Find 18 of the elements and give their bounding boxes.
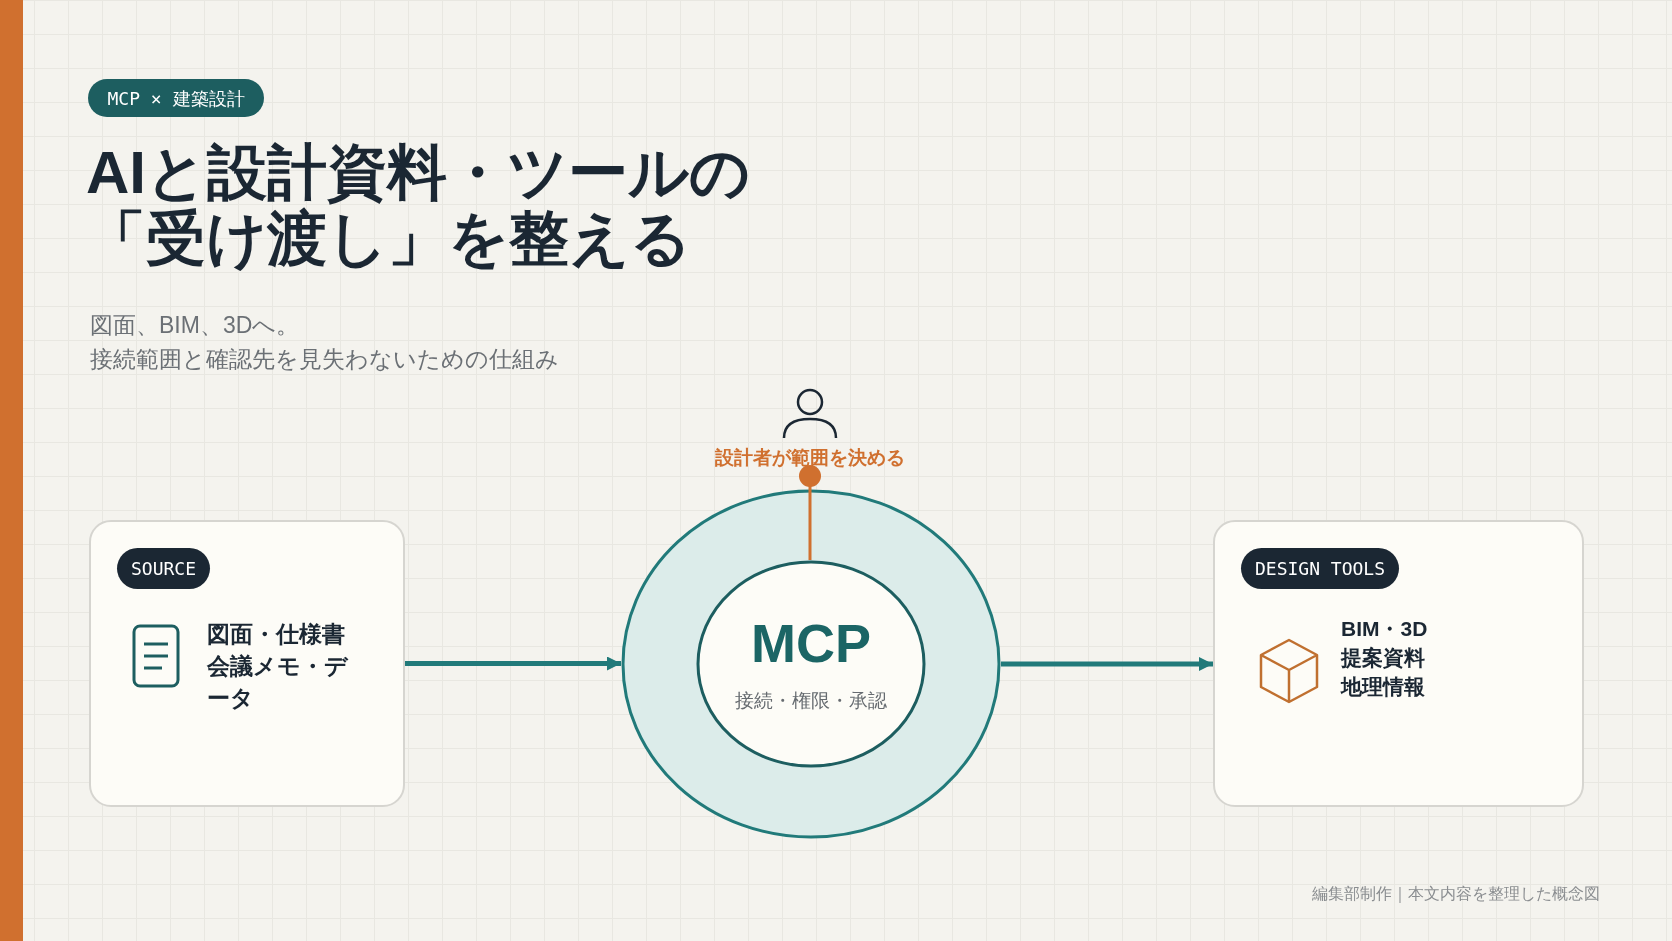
caption-label: 設計者が範囲を決める (715, 446, 905, 470)
item-text: 提案資料 (1341, 645, 1426, 671)
subtitle-text: 接続範囲と確認先を見失わないための仕組み (90, 345, 559, 374)
connector-arrow (405, 656, 621, 671)
connector-arrow (1001, 657, 1213, 671)
card-background (1213, 520, 1584, 807)
card-background (89, 520, 405, 807)
category-badge: SOURCE (117, 548, 211, 589)
item-text: 地理情報 (1341, 674, 1426, 700)
item-text: BIM・3D (1341, 616, 1428, 642)
category-badge: DESIGN TOOLS (1241, 548, 1400, 589)
item-text: 図面・仕様書会議メモ・データ (207, 620, 350, 713)
hub-subtitle: 接続・権限・承認 (735, 688, 887, 713)
credit-note: 編集部制作｜本文内容を整理した概念図 (1312, 884, 1600, 905)
subtitle-text: 図面、BIM、3Dへ。 (90, 311, 301, 340)
topic-badge: MCP × 建築設計 (88, 79, 264, 117)
hub-title: MCP (751, 612, 871, 673)
title: AIと設計資料・ツールの「受け渡し」を整える (86, 140, 751, 272)
